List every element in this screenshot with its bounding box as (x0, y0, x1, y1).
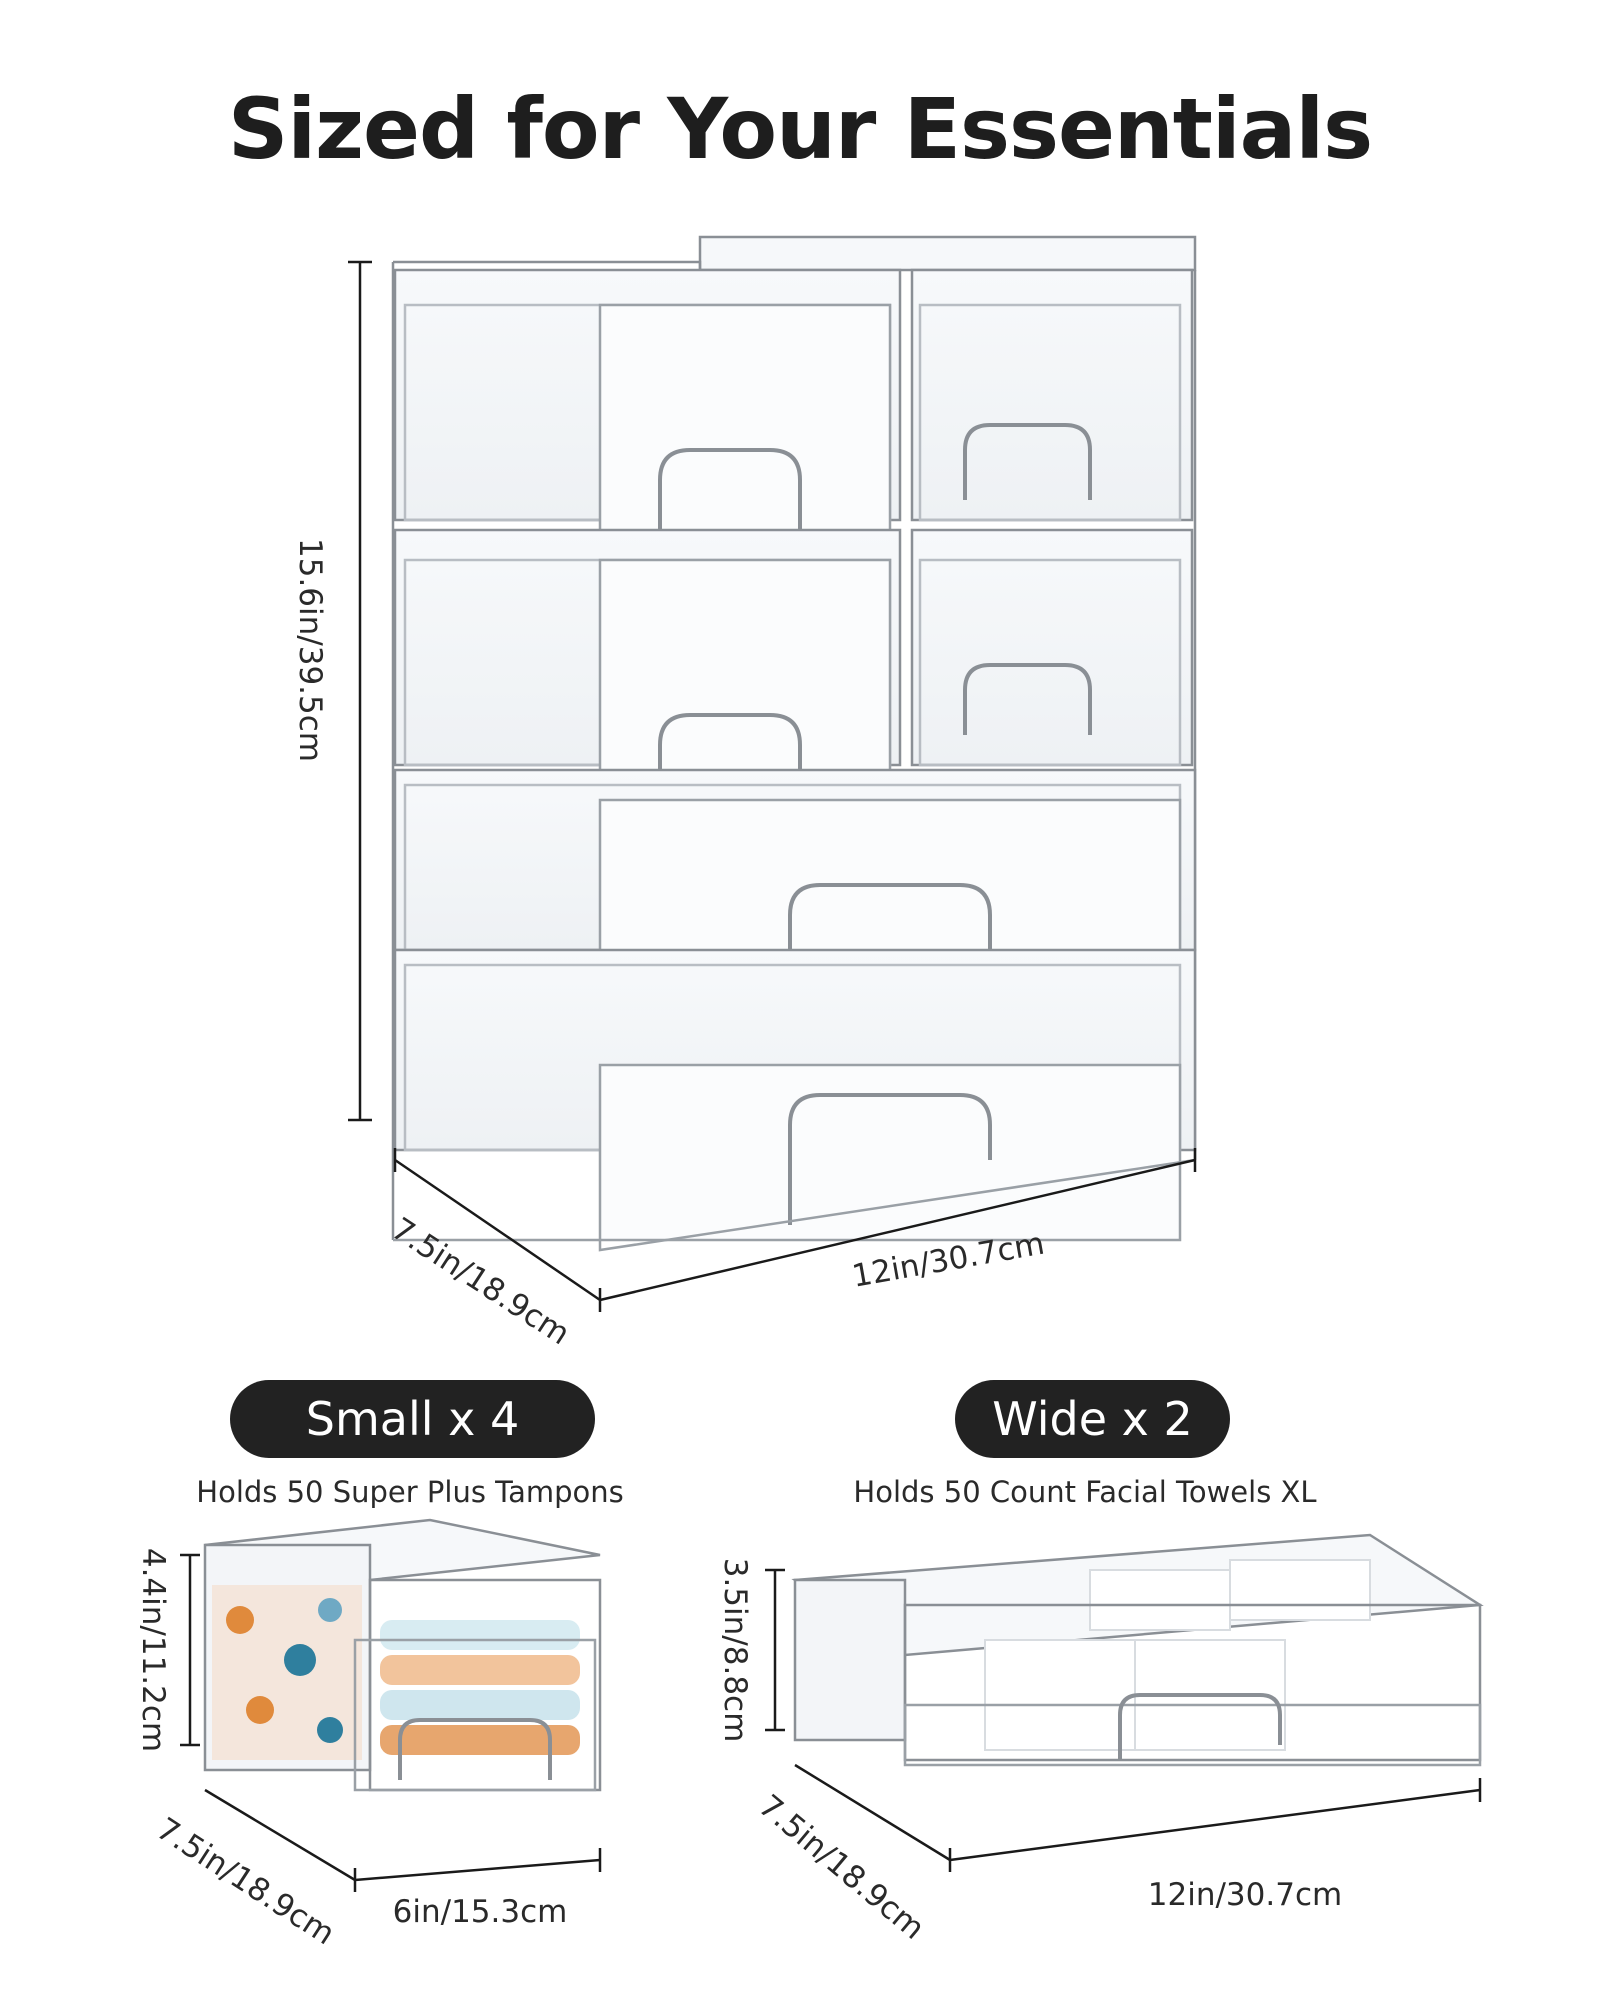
handle-icon (398, 1718, 552, 1780)
handle-icon (963, 663, 1092, 735)
page-title: Sized for Your Essentials (227, 80, 1373, 178)
drawer-small-top-right (910, 268, 1194, 522)
wide-height-dimension (765, 1568, 785, 1732)
handle-icon (658, 448, 802, 550)
drawer-stack (391, 235, 1197, 1252)
small-height-dimension (180, 1553, 200, 1747)
handle-icon (658, 713, 802, 805)
small-caption: Holds 50 Super Plus Tampons (196, 1475, 624, 1509)
drawer-small-mid-right (910, 528, 1194, 767)
drawer-small-top-left (393, 268, 902, 567)
stack-height-dimension (348, 260, 372, 1122)
wide-depth-label: 7.5in/18.9cm (752, 1788, 932, 1947)
stack-depth-label: 7.5in/18.9cm (385, 1211, 576, 1352)
small-width-dimension (354, 1848, 602, 1882)
drawer-wide-lower (393, 948, 1197, 1242)
wide-drawer-illustration (791, 1533, 1484, 1767)
wide-width-label: 12in/30.7cm (1148, 1877, 1342, 1913)
small-drawer-illustration (203, 1518, 602, 1792)
small-depth-label: 7.5in/18.9cm (150, 1811, 341, 1952)
small-height-label: 4.4in/11.2cm (135, 1548, 171, 1752)
small-width-label: 6in/15.3cm (393, 1894, 568, 1930)
handle-icon (788, 883, 992, 990)
stack-height-label: 15.6in/39.5cm (292, 538, 328, 762)
handle-icon (963, 423, 1092, 500)
wide-height-label: 3.5in/8.8cm (717, 1558, 753, 1743)
tampon-pattern (212, 1585, 580, 1760)
wide-badge: Wide x 2 (955, 1380, 1230, 1458)
handle-icon (1118, 1693, 1282, 1760)
small-badge: Small x 4 (230, 1380, 595, 1458)
wide-width-dimension (949, 1778, 1482, 1862)
wide-caption: Holds 50 Count Facial Towels XL (853, 1475, 1317, 1509)
handle-icon (788, 1093, 992, 1225)
stack-width-dimension (599, 1148, 1197, 1302)
